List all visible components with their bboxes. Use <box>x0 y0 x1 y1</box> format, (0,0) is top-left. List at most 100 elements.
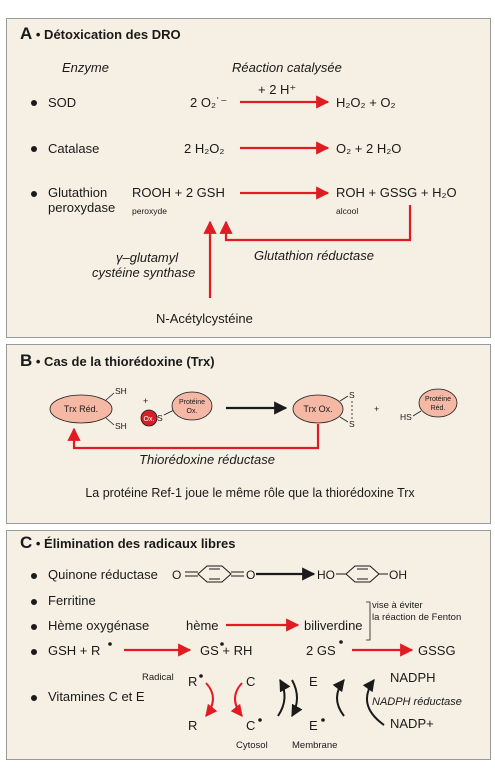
trx-red-text: Trx Réd. <box>64 404 98 414</box>
r-top: R <box>188 674 198 689</box>
hs-label: HS <box>400 412 412 422</box>
c-e-arrow-up <box>277 678 291 717</box>
gs-rh-label: GS + RH <box>200 643 253 658</box>
e-bottom: E <box>309 718 318 733</box>
e-top: E <box>309 674 318 689</box>
gssg-label: GSSG <box>418 643 456 658</box>
nadp-label: NADP+ <box>390 716 434 731</box>
protein-ox-1: Protéine <box>179 399 205 406</box>
ferritine-label: Ferritine <box>48 593 96 608</box>
quinone-label: Quinone réductase <box>48 567 158 582</box>
col-enzyme: Enzyme <box>62 60 109 75</box>
r-to-r-arrow <box>205 682 218 717</box>
section-b-title: B • Cas de la thiorédoxine (Trx) <box>20 351 215 370</box>
hydroquinone-ho: HO <box>317 568 335 582</box>
catalase-right: O₂ + 2 H₂O <box>336 141 402 156</box>
radical-label: Radical <box>142 672 174 683</box>
nadph-reductase-label: NADPH réductase <box>372 696 462 708</box>
gpx-name-1: Glutathion <box>48 185 108 200</box>
bullet-catalase <box>31 146 37 152</box>
bullet-ferritine <box>31 599 37 605</box>
biliverdine-label: biliverdine <box>304 618 363 633</box>
trx-ox-ellipse <box>292 394 344 424</box>
nac-label: N-Acétylcystéine <box>156 311 253 326</box>
trx-ox-s-top: S <box>349 390 355 400</box>
bullet-quinone <box>31 573 37 579</box>
section-a-title: A • Détoxication des DRO <box>20 24 181 43</box>
protein-ox-ellipse <box>171 391 213 421</box>
section-b-letter: B <box>20 351 33 370</box>
protein-red-2: Réd. <box>431 405 446 412</box>
section-c-title: C • Élimination des radicaux libres <box>20 534 236 552</box>
c-e-arrow-down <box>291 679 303 718</box>
gr-label: Glutathion réductase <box>254 248 374 263</box>
gpx-name-2: peroxydase <box>48 200 116 215</box>
quinone-o-left: O <box>172 568 181 582</box>
gpx-right: ROH + GSSG + H₂O <box>336 185 457 200</box>
trx-ox-text: Trx Ox. <box>303 404 332 414</box>
hydroquinone-structure <box>336 565 388 583</box>
plus-b1: + <box>143 396 148 406</box>
ox-s: S <box>157 413 163 423</box>
catalase-left: 2 H₂O₂ <box>184 141 225 156</box>
r-dot <box>108 642 112 646</box>
gpx-right-sub: alcool <box>336 206 359 216</box>
trx-red-bond-1 <box>105 392 115 401</box>
fenton-note-1: vise à éviter <box>372 600 423 611</box>
trx-reductase-label: Thiorédoxine réductase <box>139 452 275 467</box>
sod-right: H₂O₂ + O₂ <box>336 95 396 110</box>
heme-oxygenase-label: Hème oxygénase <box>48 618 150 633</box>
ox-prot-bond <box>163 409 175 416</box>
cytosol-label: Cytosol <box>236 740 268 751</box>
two-gs-dot <box>339 640 343 644</box>
two-gs-label: 2 GS <box>306 643 336 658</box>
gcs-label-2: cystéine synthase <box>92 265 196 280</box>
trx-reductase-loop <box>67 424 320 450</box>
catalase-name: Catalase <box>48 141 100 156</box>
ref1-sentence: La protéine Ref-1 joue le même rôle que … <box>85 486 415 500</box>
c-bottom-dot <box>258 718 262 722</box>
trx-ox-s-bottom: S <box>349 419 355 429</box>
trx-sh-bottom: SH <box>115 421 127 431</box>
fenton-note-2: la réaction de Fenton <box>372 612 462 623</box>
fenton-bracket <box>366 601 371 641</box>
trx-ox-bond-2 <box>339 416 349 423</box>
e-regeneration-arrow <box>332 679 345 717</box>
quinone-structure <box>185 565 244 583</box>
gpx-left: ROOH + 2 GSH <box>132 185 225 200</box>
gsh-r-label: GSH + R <box>48 643 101 658</box>
trx-red-bond-2 <box>105 417 115 426</box>
sod-above: + 2 H⁺ <box>258 82 297 97</box>
sod-left: 2 O₂˙⁻ <box>190 95 228 110</box>
protein-red-ellipse <box>418 388 458 418</box>
membrane-label: Membrane <box>292 740 338 751</box>
protein-ox-2: Ox. <box>187 408 198 415</box>
vitamins-label: Vitamines C et E <box>48 689 145 704</box>
gs-dot <box>220 642 224 646</box>
gpx-left-sub: peroxyde <box>132 206 167 216</box>
c-top: C <box>246 674 256 689</box>
section-a-heading: • Détoxication des DRO <box>32 27 181 42</box>
bullet-gpx <box>31 191 37 197</box>
quinone-o-right: O <box>246 568 255 582</box>
sod-name: SOD <box>48 95 77 110</box>
section-c-heading: • Élimination des radicaux libres <box>32 536 236 551</box>
panel-a <box>6 18 491 338</box>
hydroquinone-oh: OH <box>389 568 407 582</box>
trx-ox-bond-1 <box>339 395 349 402</box>
ox-circle <box>140 409 158 427</box>
gr-loop-arrow <box>219 205 412 242</box>
gcs-label-1: γ–glutamyl <box>116 250 179 265</box>
c-bottom: C <box>246 718 256 733</box>
section-a-letter: A <box>20 24 33 43</box>
hs-prot-bond <box>412 410 422 417</box>
plus-b2: + <box>374 404 379 414</box>
e-bottom-dot <box>321 718 325 722</box>
c-to-c-arrow <box>230 682 243 717</box>
panel-b <box>6 344 491 524</box>
protein-red-1: Protéine <box>425 396 451 403</box>
bullet-gsh <box>31 649 37 655</box>
bullet-heme <box>31 624 37 630</box>
r-bottom: R <box>188 718 198 733</box>
